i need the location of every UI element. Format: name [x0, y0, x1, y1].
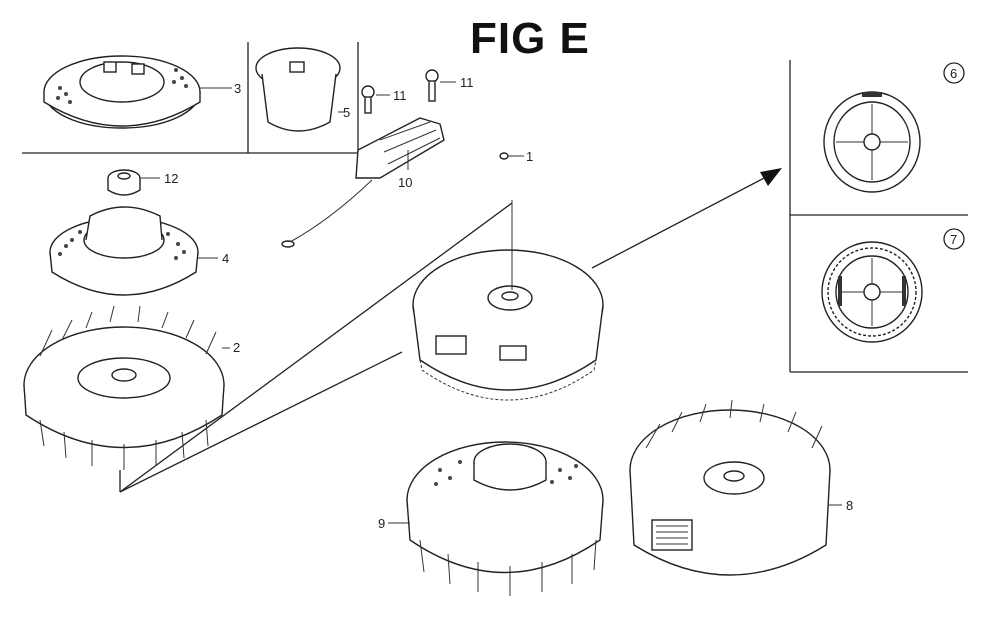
callout-3: 3 [234, 81, 241, 96]
inset-callout-circles [943, 62, 965, 250]
callout-8: 8 [846, 498, 853, 513]
flywheel-assembly [412, 200, 604, 401]
callout-1: 1 [526, 149, 533, 164]
part-9-flywheel-fan [388, 441, 604, 596]
part-1-key [499, 152, 524, 160]
callout-12: 12 [164, 171, 178, 186]
callout-6: 6 [950, 66, 957, 81]
part-10-ignition-coil [281, 117, 445, 248]
part-11-bolt-a [361, 85, 390, 114]
figure-title: FIG E [470, 14, 590, 63]
callout-11-a: 11 [393, 88, 407, 103]
part-7-inset-ring-gear [821, 241, 923, 343]
callout-7: 7 [950, 232, 957, 247]
part-5-starter-cup [255, 47, 344, 132]
part-8-flywheel-fan [629, 399, 842, 576]
part-4-pulley [49, 206, 218, 296]
callout-2: 2 [233, 340, 240, 355]
part-2-cooling-fan [23, 305, 230, 470]
callout-9: 9 [378, 516, 385, 531]
part-3-starter-pulley [43, 55, 232, 129]
callout-11-b: 11 [460, 75, 474, 90]
part-6-inset-rotor [823, 91, 921, 193]
callout-5: 5 [343, 105, 350, 120]
frame-lines [22, 42, 968, 493]
callout-4: 4 [222, 251, 229, 266]
arrow-to-inset [591, 168, 782, 269]
callout-10: 10 [398, 175, 412, 190]
part-12-nut [107, 169, 160, 196]
part-11-bolt-b [425, 69, 456, 102]
